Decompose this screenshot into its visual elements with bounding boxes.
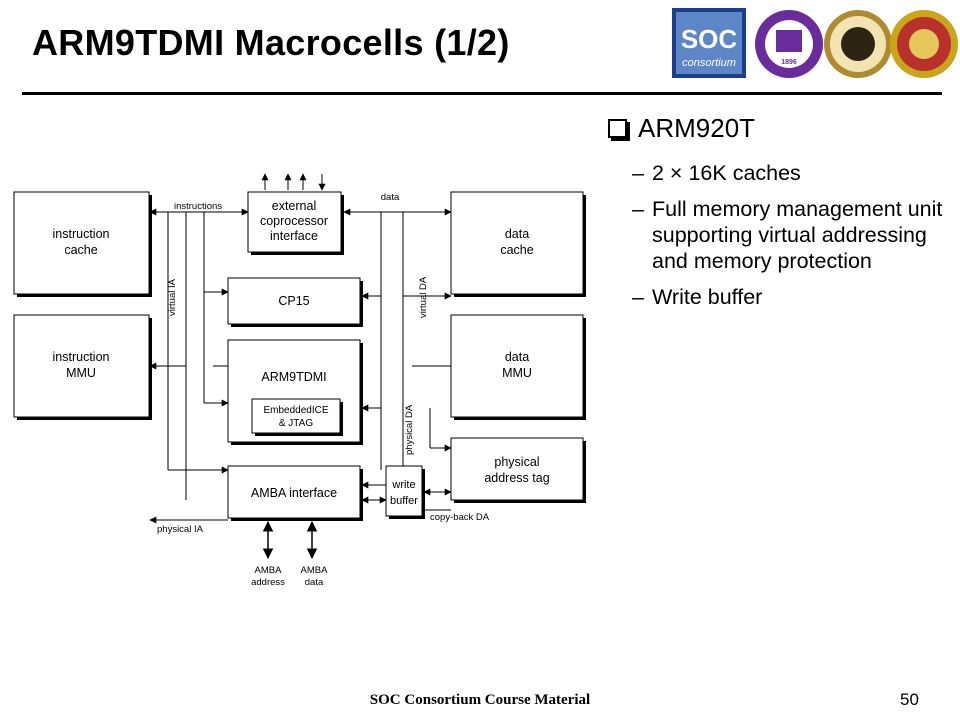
cp15-label: CP15 [278,294,309,308]
physical-da-label: physical DA [404,404,415,455]
arm9tdmi-core-block: ARM9TDMI EmbeddedICE & JTAG [227,339,363,445]
coprocessor-interface-block: external coprocessor interface [247,191,344,255]
arm9tdmi-label: ARM9TDMI [261,370,326,384]
embeddedice-label-2: & JTAG [279,418,313,429]
instruction-mmu-label-2: MMU [66,366,96,380]
data-cache-block: data cache [450,191,586,297]
dash-bullet-icon: – [632,197,644,221]
physical-address-tag-block: physical address tag [450,437,586,503]
amba-data-label-2: data [305,577,324,588]
instruction-cache-label-2: cache [64,243,97,257]
dash-bullet-icon: – [632,285,644,309]
virtual-ia-label: virtual IA [167,278,178,316]
embeddedice-block [251,398,341,434]
amba-interface-block: AMBA interface [227,465,363,521]
bullet-main-text: ARM920T [638,113,756,143]
copyback-da-label: copy-back DA [430,512,490,523]
bullet-list: ARM920T – 2 × 16K caches – Full memory m… [608,110,948,310]
institution-logos: SOC consortium 1896 [672,8,958,78]
write-buffer-label-2: buffer [390,495,418,507]
amba-data-label-1: AMBA [301,565,329,576]
dash-bullet-icon: – [632,161,644,185]
instruction-mmu-block: instruction MMU [13,314,152,420]
physical-tag-label-2: address tag [484,471,549,485]
data-mmu-label-2: MMU [502,366,532,380]
amba-address-label-2: address [251,577,285,588]
title-divider [22,92,942,95]
checkbox-bullet-icon [608,119,627,138]
instruction-cache-block: instruction cache [13,191,152,297]
data-mmu-block: data MMU [450,314,586,420]
embeddedice-label-1: EmbeddedICE [263,405,328,416]
sub-bullet-3: – Write buffer [608,284,948,310]
page-number: 50 [900,690,919,709]
physical-ia-label: physical IA [157,524,204,535]
instruction-cache-label-1: instruction [53,227,110,241]
instructions-label: instructions [174,201,222,212]
data-label: data [381,192,400,203]
physical-tag-label-1: physical [494,455,539,469]
university-seal-red [890,10,958,78]
amba-address-label-1: AMBA [255,565,283,576]
university-seal-gold [824,10,892,78]
sub-bullet-3-text: Write buffer [652,285,763,309]
data-cache-label-2: cache [500,243,533,257]
coprocessor-label-2: coprocessor [260,214,328,228]
consortium-logo-text: consortium [682,57,736,69]
bullet-main: ARM920T [608,110,948,146]
cp15-block: CP15 [227,277,363,327]
sub-bullet-1-text: 2 × 16K caches [652,161,801,185]
block-diagram: instruction cache instruction MMU extern… [13,173,586,588]
coprocessor-label-3: interface [270,229,318,243]
slide-title: ARM9TDMI Macrocells (1/2) [32,22,510,63]
bus-lines [149,173,452,560]
coprocessor-label-1: external [272,199,316,213]
instruction-mmu-label-1: instruction [53,350,110,364]
virtual-da-label: virtual DA [418,276,429,318]
data-cache-label-1: data [505,227,529,241]
soc-logo-text: SOC [681,24,738,54]
sub-bullet-2-text: Full memory management unit supporting v… [652,197,943,273]
sub-bullet-1: – 2 × 16K caches [608,160,948,186]
amba-interface-label: AMBA interface [251,486,337,500]
data-mmu-label-1: data [505,350,529,364]
write-buffer-label-1: write [391,479,415,491]
soc-consortium-logo: SOC consortium [672,8,746,78]
sub-bullet-2: – Full memory management unit supporting… [608,196,948,274]
slide-footer: SOC Consortium Course Material [369,692,591,708]
seal-year: 1896 [781,59,797,66]
write-buffer-block: write buffer [385,465,425,519]
university-seal-purple: 1896 [755,10,823,78]
